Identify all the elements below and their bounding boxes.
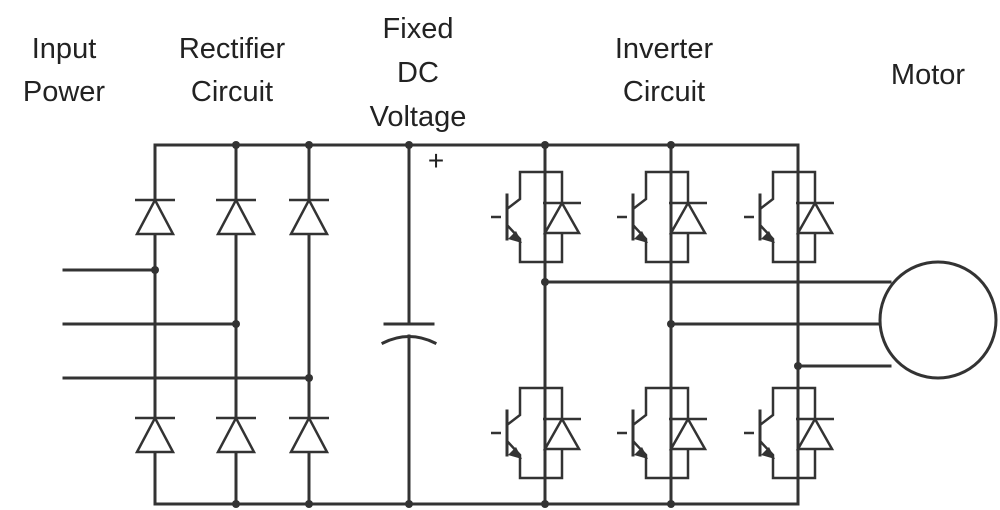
diode-lower-3 [288,415,330,454]
junction-dot [305,141,313,149]
label-motor: Motor [891,59,965,91]
input-power-lines [62,268,311,380]
diode-lower-2 [215,415,257,454]
inverter-circuit [491,141,835,508]
junction-dot [232,141,240,149]
motor-output-lines [543,280,892,368]
igbt-switch-lower-3 [744,386,835,480]
igbt-switch-lower-1 [491,386,582,480]
diode-upper-1 [134,197,176,236]
label-dc-voltage-line1: Fixed [383,13,454,45]
capacitor-plate-bottom [380,335,438,346]
motor-circle [878,260,998,380]
labels: Input Power Rectifier Circuit Fixed DC V… [23,13,966,176]
junction-dot [305,374,313,382]
diode-upper-2 [215,197,257,236]
junction-dot [151,266,159,274]
diode-lower-1 [134,415,176,454]
igbt-switch-upper-1 [491,170,582,264]
igbt-switch-upper-3 [744,170,835,264]
junction-dot [232,320,240,328]
dc-bus [153,143,800,506]
label-inverter-line1: Inverter [615,33,714,65]
label-rectifier-line1: Rectifier [179,33,286,65]
label-inverter-line2: Circuit [623,76,705,108]
rectifier-circuit [134,141,330,508]
igbt-switch-lower-2 [617,386,708,480]
label-dc-voltage-line2: DC [397,57,439,89]
plus-sign: + [428,145,444,176]
label-input-power-line2: Power [23,76,106,108]
label-rectifier-line2: Circuit [191,76,273,108]
diode-upper-3 [288,197,330,236]
label-input-power-line1: Input [32,33,97,65]
junction-dot [305,500,313,508]
junction-dot [232,500,240,508]
dc-capacitor [380,141,438,508]
igbt-switch-upper-2 [617,170,708,264]
label-dc-voltage-line3: Voltage [370,101,467,133]
